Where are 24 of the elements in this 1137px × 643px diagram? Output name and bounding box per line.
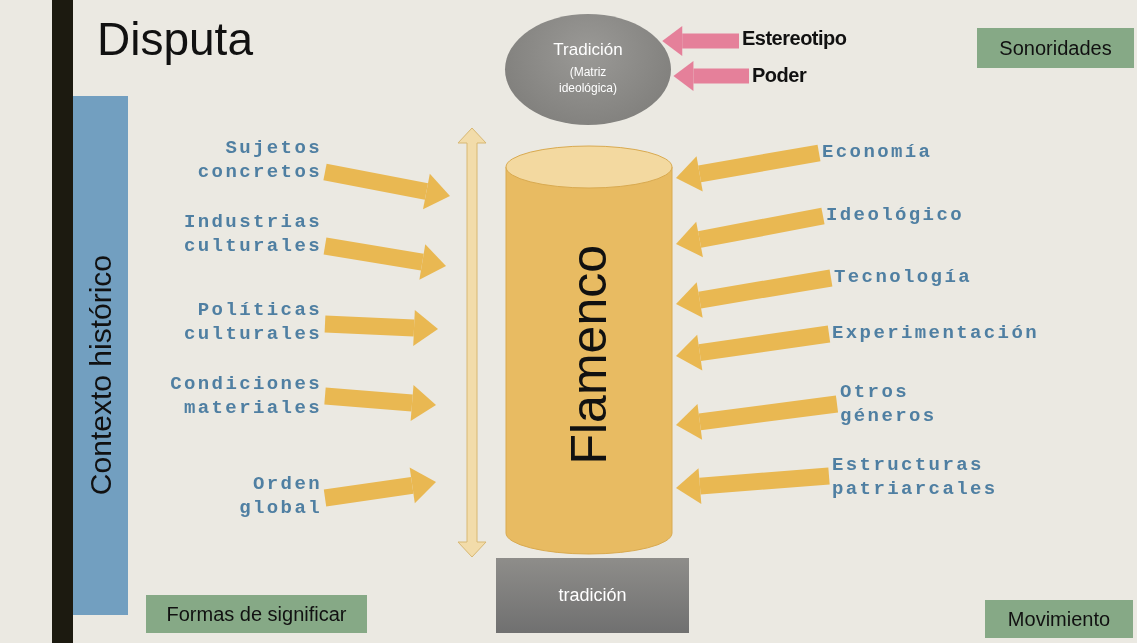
factor-label: Orden global (239, 472, 322, 520)
title: Disputa (97, 12, 253, 66)
factor-label: Estereotipo (742, 27, 847, 50)
factor-label: Poder (752, 64, 807, 87)
factor-label: Condiciones materiales (170, 372, 322, 420)
factor-label: Ideológico (826, 203, 965, 227)
process-box (496, 558, 689, 633)
vertical-band (73, 96, 128, 615)
category-box: Movimiento (985, 600, 1133, 638)
factor-label: Políticas culturales (184, 298, 322, 346)
band-label: Contexto histórico (83, 255, 118, 496)
factor-label: Experimentación (832, 321, 1040, 345)
factor-label: Estructuras patriarcales (832, 453, 998, 501)
category-box: Sonoridades (977, 28, 1134, 68)
cylinder-label: Flamenco (560, 245, 618, 465)
factor-label: Economía (822, 140, 933, 164)
node-title: Tradición (553, 39, 623, 60)
factor-label: Otros géneros (840, 380, 937, 428)
node-subtitle: (Matriz ideológica) (557, 63, 618, 96)
box-label: tradición (558, 585, 627, 606)
category-box: Formas de significar (146, 595, 367, 633)
factor-label: Sujetos concretos (197, 136, 322, 184)
factor-label: Industrias culturales (183, 210, 322, 258)
factor-label: Tecnología (834, 265, 973, 289)
